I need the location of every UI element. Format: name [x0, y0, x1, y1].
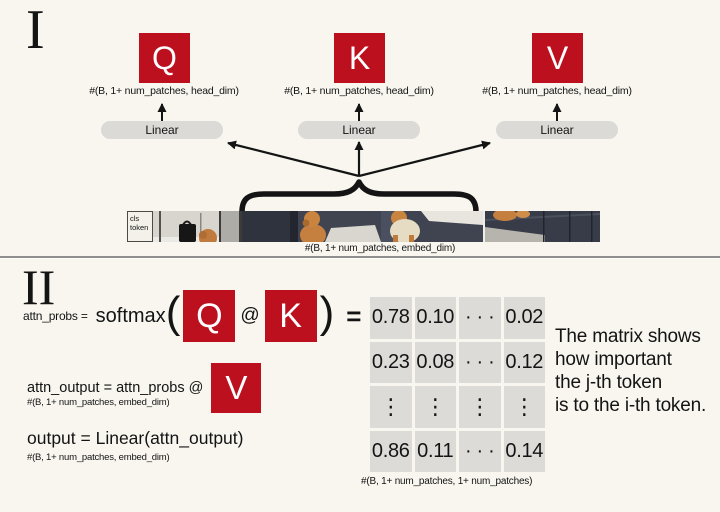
- v-box: V: [532, 33, 583, 83]
- output-equation: output = Linear(attn_output): [27, 428, 244, 448]
- matrix-cell: · · ·: [459, 297, 501, 339]
- attn-output-equation: attn_output = attn_probs @ V: [27, 363, 262, 413]
- matrix-caption: The matrix shows how important the j-th …: [555, 325, 706, 417]
- caption-line: the j-th token: [555, 372, 663, 393]
- cls-token-line2: token: [130, 223, 149, 233]
- v-box-inline: V: [211, 363, 262, 413]
- output-shape-label: #(B, 1+ num_patches, embed_dim): [27, 452, 170, 463]
- q-linear-pill: Linear: [101, 121, 223, 139]
- q-box: Q: [139, 33, 190, 83]
- attention-matrix: 0.78 0.10 · · · 0.02 0.23 0.08 · · · 0.1…: [370, 297, 545, 472]
- close-paren: ): [319, 288, 335, 337]
- matrix-cell: 0.23: [370, 341, 412, 383]
- section-1-numeral: I: [26, 0, 45, 61]
- image-patches-strip: [153, 211, 600, 242]
- matrix-cell: · · ·: [459, 341, 501, 383]
- k-box-inline: K: [264, 290, 317, 342]
- k-linear-pill: Linear: [298, 121, 420, 139]
- cls-token-box: cls token: [127, 211, 153, 242]
- matrix-cell: 0.02: [503, 297, 545, 339]
- matrix-cell: 0.08: [414, 341, 456, 383]
- matrix-cell: ⋮: [503, 386, 545, 428]
- arrow-to-v-linear-icon: [358, 140, 491, 178]
- q-box-inline: Q: [183, 290, 236, 342]
- matrix-cell: 0.86: [370, 430, 412, 472]
- v-linear-pill: Linear: [496, 121, 618, 139]
- section-divider: [0, 256, 720, 259]
- k-shape-label: #(B, 1+ num_patches, head_dim): [284, 85, 434, 97]
- q-shape-label: #(B, 1+ num_patches, head_dim): [89, 85, 239, 97]
- attn-output-shape-label: #(B, 1+ num_patches, embed_dim): [27, 397, 170, 408]
- matrix-cell: 0.11: [414, 430, 456, 472]
- k-box: K: [334, 33, 385, 83]
- caption-line: The matrix shows: [555, 326, 701, 347]
- input-shape-label: #(B, 1+ num_patches, embed_dim): [304, 243, 456, 254]
- matmul-at-sign: @: [240, 305, 260, 326]
- arrows-and-brace-overlay: [157, 103, 562, 215]
- cls-token-line1: cls: [130, 214, 140, 223]
- section-2-numeral: II: [22, 259, 56, 315]
- attn-output-text: attn_output = attn_probs @: [27, 380, 204, 396]
- matrix-cell: 0.14: [503, 430, 545, 472]
- caption-line: is to the i-th token.: [555, 395, 707, 416]
- matrix-cell: 0.12: [503, 341, 545, 383]
- open-paren: (: [165, 288, 181, 337]
- matrix-shape-label: #(B, 1+ num_patches, 1+ num_patches): [361, 476, 533, 487]
- matrix-cell: ⋮: [414, 386, 456, 428]
- matrix-cell: ⋮: [370, 386, 412, 428]
- matrix-cell: · · ·: [459, 430, 501, 472]
- softmax-label: softmax: [95, 304, 166, 327]
- matrix-cell: 0.10: [414, 297, 456, 339]
- curly-brace-icon: [239, 179, 479, 215]
- equals-sign: =: [346, 300, 362, 331]
- caption-line: how important: [555, 349, 672, 370]
- attn-probs-lhs: attn_probs =: [23, 309, 88, 323]
- matrix-cell: 0.78: [370, 297, 412, 339]
- arrow-to-q-linear-icon: [227, 140, 360, 178]
- attn-probs-equation: attn_probs = softmax ( Q @ K ) =: [23, 290, 361, 342]
- matrix-cell: ⋮: [459, 386, 501, 428]
- v-shape-label: #(B, 1+ num_patches, head_dim): [482, 85, 632, 97]
